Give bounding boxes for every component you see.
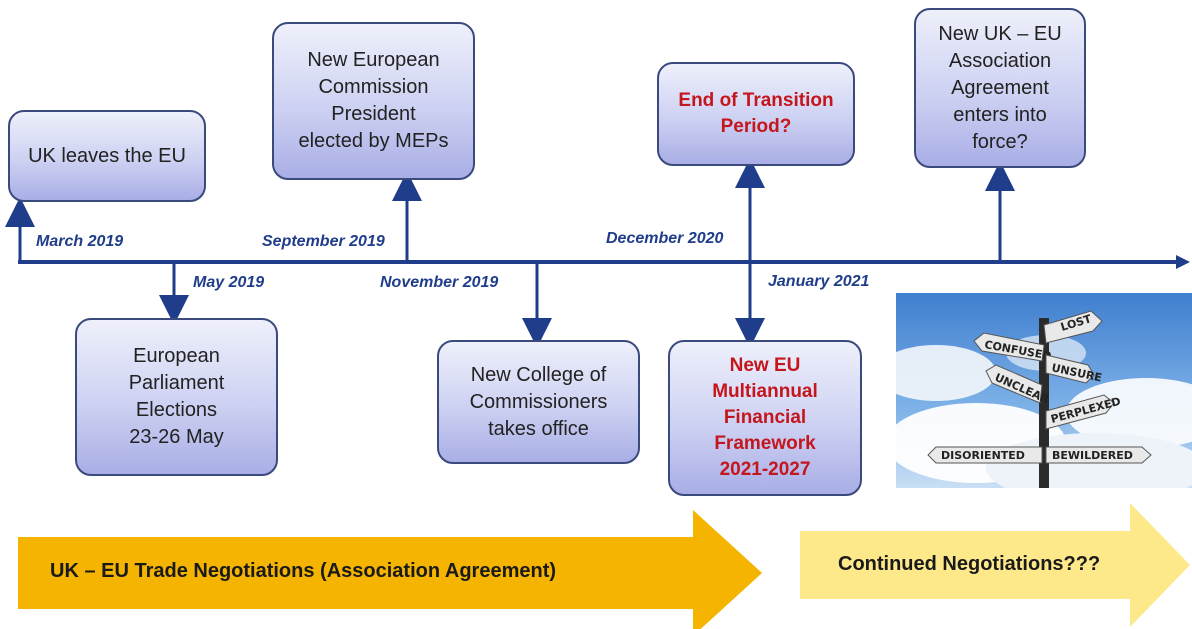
event-text: enters into [953,103,1047,126]
date-december-2020: December 2020 [606,230,724,247]
event-text: European [133,345,220,367]
event-text: Period? [720,116,792,137]
event-text: Framework [714,433,816,454]
event-text: 23-26 May [129,426,224,448]
event-text: takes office [488,417,589,440]
trade-negotiations-label: UK – EU Trade Negotiations (Association … [50,560,557,582]
date-november-2019: November 2019 [380,274,499,291]
event-text: Commission [318,76,429,98]
event-text: New College of [470,363,607,386]
trade-negotiations-arrow [18,510,762,629]
date-may-2019: May 2019 [193,274,265,291]
event-text: End of Transition [678,90,834,111]
date-january-2021: January 2021 [768,273,870,290]
date-september-2019: September 2019 [262,233,385,250]
event-uk-leaves: UK leaves the EU [8,110,206,202]
event-text: Elections [135,399,218,421]
event-text: Association [948,49,1052,72]
event-text: New UK – EU [938,22,1062,45]
event-end-transition: End of Transition Period? [657,62,855,166]
event-ep-elections: European Parliament Elections 23-26 May [75,318,278,476]
event-mff: New EU Multiannual Financial Framework 2… [668,340,862,496]
event-text: Agreement [951,76,1049,99]
event-text: force? [972,130,1028,153]
event-text: Financial [723,407,807,428]
event-text: Commissioners [469,390,608,413]
svg-text:BEWILDERED: BEWILDERED [1052,449,1133,462]
event-text: New European [307,49,440,71]
event-text: UK leaves the EU [28,144,186,167]
event-commission-president: New European Commission President electe… [272,22,475,180]
sign-bewildered: BEWILDERED [1045,446,1152,464]
event-text: New EU [729,355,801,376]
sign-lost: LOST [1043,310,1103,344]
signpost-image: LOST CONFUSED UNSURE UNCLEAR PERPLEXED D… [896,293,1192,488]
event-text: elected by MEPs [298,130,449,152]
sign-disoriented: DISORIENTED [927,446,1043,464]
event-text: 2021-2027 [719,459,811,480]
event-text: Parliament [128,372,225,394]
event-college-commissioners: New College of Commissioners takes offic… [437,340,640,464]
continued-negotiations-label: Continued Negotiations??? [838,553,1101,575]
date-march-2019: March 2019 [36,233,124,250]
event-text: President [331,103,416,125]
svg-text:DISORIENTED: DISORIENTED [941,449,1025,462]
event-text: Multiannual [712,381,818,402]
continued-negotiations-arrow [800,503,1190,627]
event-association-agreement: New UK – EU Association Agreement enters… [914,8,1086,168]
timeline-axis-arrowhead [1176,255,1190,269]
